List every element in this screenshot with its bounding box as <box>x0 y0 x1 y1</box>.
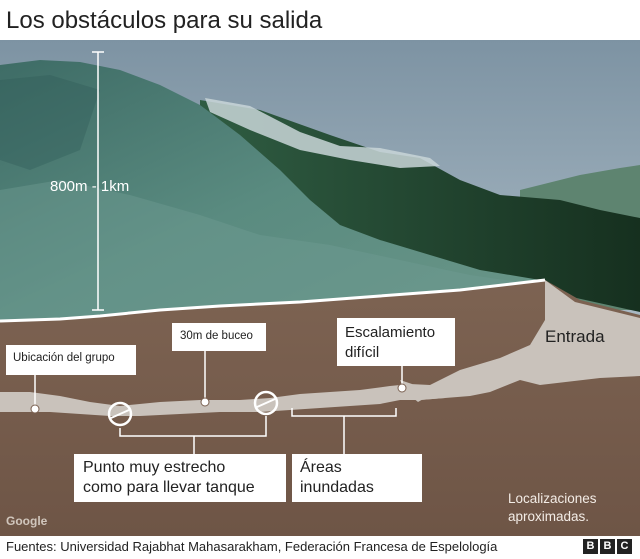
narrow-point-marker-1 <box>107 401 133 427</box>
narrow-text-line2: como para llevar tanque <box>83 479 255 496</box>
cave-passage-dip <box>400 380 425 402</box>
group-location-callout: Ubicación del grupo <box>6 345 136 375</box>
flooded-text-line2: inundadas <box>300 479 374 496</box>
narrow-point-callout: Punto muy estrecho como para llevar tanq… <box>74 454 286 502</box>
bbc-logo-block-3: C <box>617 539 632 554</box>
dive-callout: 30m de buceo <box>172 323 266 351</box>
source-footer: Fuentes: Universidad Rajabhat Mahasarakh… <box>6 539 498 554</box>
ridge-highlight <box>205 98 440 168</box>
approximate-note: Localizaciones aproximadas. <box>508 490 628 526</box>
dive-text: 30m de buceo <box>180 330 253 342</box>
approximate-note-line2: aproximadas. <box>508 509 590 524</box>
bbc-logo-block-2: B <box>600 539 615 554</box>
narrow-text-line1: Punto muy estrecho <box>83 459 226 476</box>
narrow-bracket <box>119 416 267 437</box>
height-label: 800m - 1km <box>50 178 130 195</box>
group-location-text: Ubicación del grupo <box>13 352 115 364</box>
mountain-shade <box>0 180 540 322</box>
group-pointer-dot <box>30 404 40 414</box>
cave-cross-section <box>0 40 640 536</box>
climb-pointer-dot <box>397 383 407 393</box>
narrow-point-stroke-2 <box>256 398 276 408</box>
flooded-text-line1: Áreas <box>300 459 342 476</box>
entrance-label: Entrada <box>545 327 605 346</box>
main-mountain <box>0 60 560 322</box>
approximate-note-line1: Localizaciones <box>508 491 597 506</box>
narrow-point-stroke-1 <box>110 409 130 419</box>
flooded-areas-callout: Áreas inundadas <box>292 454 422 502</box>
bbc-logo-block-1: B <box>583 539 598 554</box>
mountain-shade-2 <box>0 75 100 170</box>
surface-line <box>0 278 546 323</box>
dive-pointer-dot <box>200 397 210 407</box>
climb-callout: Escalamiento difícil <box>337 318 455 366</box>
page-title: Los obstáculos para su salida <box>6 7 323 34</box>
narrow-point-marker-2 <box>253 390 279 416</box>
google-watermark: Google <box>6 514 48 528</box>
bbc-logo: B B C <box>583 539 632 554</box>
climb-text-line1: Escalamiento <box>345 324 436 341</box>
entrance-opening <box>420 280 640 400</box>
climb-text-line2: difícil <box>345 344 380 361</box>
